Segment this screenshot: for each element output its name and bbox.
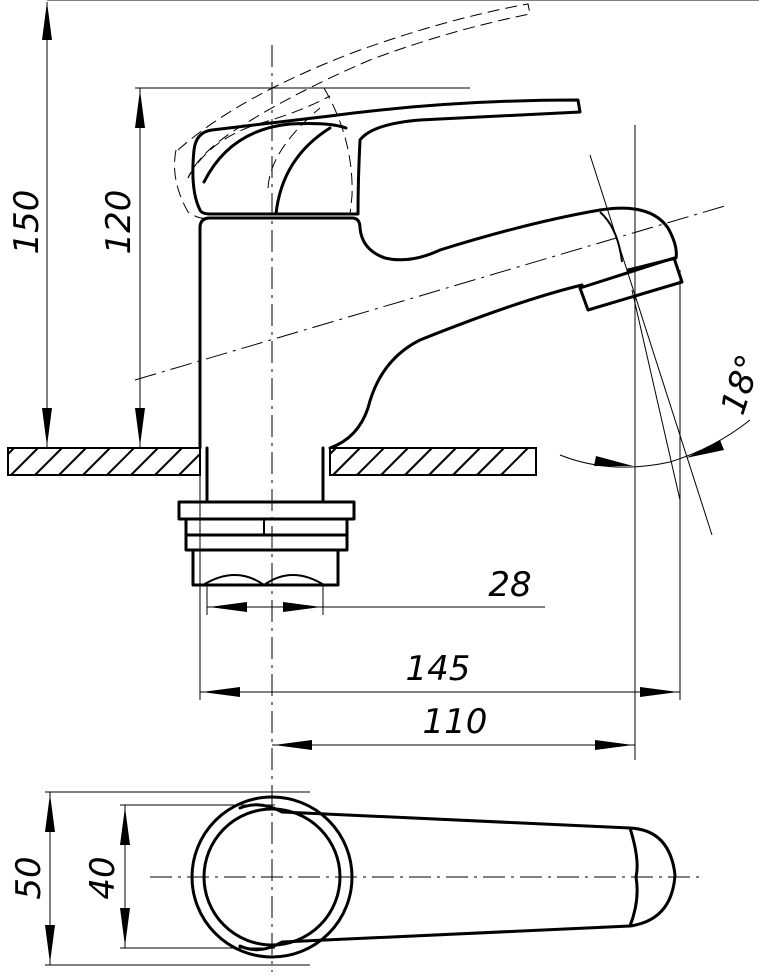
label-50: 50 <box>9 856 49 899</box>
dim-120-arrow-top <box>135 90 145 128</box>
dim-145-arrow-right <box>640 687 678 697</box>
angle-ref-line-1 <box>589 154 713 536</box>
hatch-line <box>178 453 201 476</box>
hatch-line <box>58 447 87 476</box>
hatch-line <box>476 447 505 476</box>
nut-washer <box>177 500 356 521</box>
hatch-line <box>10 447 39 476</box>
hatch-line <box>7 447 15 455</box>
spout-axis-line <box>134 204 729 381</box>
dim-50-arrow-bottom <box>45 925 55 963</box>
spout-top <box>358 206 678 272</box>
countertop-left <box>7 447 201 476</box>
countertop-right <box>329 447 537 476</box>
spout-underside <box>328 283 584 450</box>
lever-phantom-front <box>323 87 353 215</box>
center-lines <box>134 45 729 972</box>
dimension-labels: 150 120 28 145 110 18° 50 40 <box>7 190 759 900</box>
plan-spout-tip <box>628 826 639 928</box>
hatch-line <box>130 447 159 476</box>
dim-150-arrow-bottom <box>42 408 52 446</box>
dim-28-arrow-left <box>209 602 247 612</box>
dim-40-arrow-bottom <box>120 908 130 946</box>
lever-phantom-back <box>174 149 209 219</box>
aerator <box>578 256 684 312</box>
label-40: 40 <box>83 856 123 899</box>
dim-110-arrow-left <box>274 740 312 750</box>
angle-arrow-right <box>686 440 724 458</box>
nut-ring-1 <box>184 517 349 537</box>
lever-handle-inner-curve <box>202 122 348 184</box>
hatch-line <box>380 447 409 476</box>
countertop-section <box>7 447 537 476</box>
hatch-line <box>500 447 529 476</box>
lever-phantom-mid <box>187 95 331 179</box>
angle-ref-line-2 <box>631 289 681 501</box>
plan-body-outer <box>190 795 354 959</box>
hatch-line <box>106 447 135 476</box>
countertop-hatch <box>7 447 529 476</box>
label-150: 150 <box>7 190 47 255</box>
lever-handle-front-curve <box>274 126 332 216</box>
label-18-degrees: 18° <box>713 350 759 420</box>
nut-arcs <box>202 574 325 586</box>
lever-phantom-upper <box>177 3 531 179</box>
dim-110-arrow-right <box>595 740 633 750</box>
label-120: 120 <box>99 190 139 255</box>
hatch-line <box>452 447 481 476</box>
label-28: 28 <box>488 565 531 605</box>
label-145: 145 <box>406 649 471 689</box>
lever-handle <box>191 98 582 216</box>
hatch-line <box>154 447 183 476</box>
dim-120-arrow-bottom <box>135 408 145 446</box>
dim-28-arrow-right <box>283 602 321 612</box>
faucet-plan-view <box>190 795 677 959</box>
label-110: 110 <box>423 702 488 742</box>
angle-arrow-left <box>594 456 633 466</box>
hatch-line <box>404 447 433 476</box>
dim-40-arrow-top <box>120 807 130 845</box>
faucet-body-outline <box>198 216 362 450</box>
hatch-line <box>332 447 361 476</box>
faucet-front-view <box>174 3 684 450</box>
hatch-line <box>82 447 111 476</box>
hatch-line <box>356 447 385 476</box>
hatch-line <box>428 447 457 476</box>
nut-ring-2 <box>184 533 349 552</box>
dimension-lines <box>42 0 759 966</box>
hatch-line <box>34 447 63 476</box>
angle-arc <box>559 419 751 468</box>
lever-phantom-inner <box>267 107 321 189</box>
plan-spout-outline <box>238 803 677 952</box>
dim-145-arrow-left <box>202 687 240 697</box>
mounting-assembly <box>177 446 356 587</box>
hatch-line <box>329 447 337 455</box>
dim-150-arrow-top <box>42 2 52 40</box>
dim-50-arrow-top <box>45 794 55 832</box>
